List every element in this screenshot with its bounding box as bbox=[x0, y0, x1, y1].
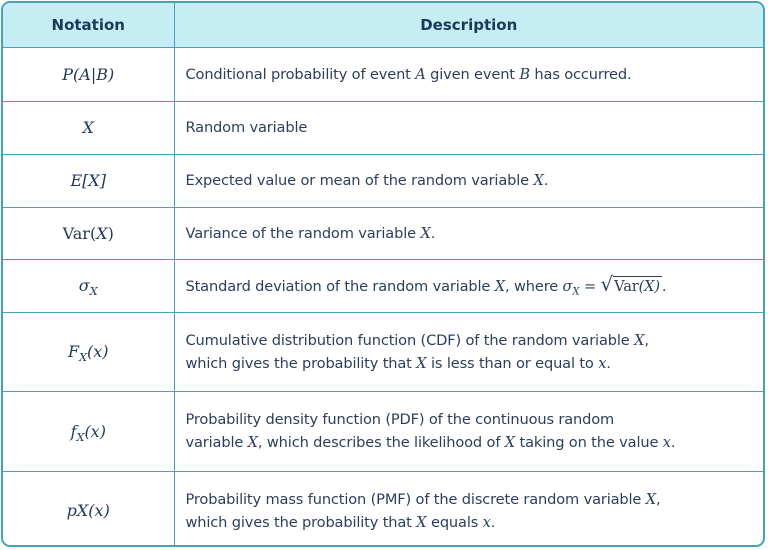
math-var: (x) bbox=[84, 421, 106, 441]
math-op: Var bbox=[62, 223, 90, 243]
math-var: x bbox=[482, 513, 491, 531]
table-row: E[X] Expected value or mean of the rando… bbox=[3, 153, 763, 208]
math-var: f bbox=[70, 421, 77, 441]
notation-cell: pX(x) bbox=[3, 470, 175, 545]
notation-cell: X bbox=[3, 100, 175, 155]
desc-text: variable bbox=[185, 434, 248, 451]
desc-text: Cumulative distribution function (CDF) o… bbox=[185, 331, 635, 349]
notation-cell: P(A|B) bbox=[3, 46, 175, 102]
notation-cell: σX bbox=[3, 258, 175, 313]
math-var: X bbox=[416, 354, 427, 372]
desc-text: , bbox=[644, 331, 649, 349]
math-var: X bbox=[420, 224, 431, 242]
desc-text: Expected value or mean of the random var… bbox=[185, 172, 534, 189]
desc-text: given event bbox=[425, 65, 520, 83]
math-var: (x) bbox=[87, 342, 109, 361]
desc-text: which gives the probability that bbox=[185, 513, 417, 531]
description-cell: Probability density function (PDF) of th… bbox=[173, 390, 763, 472]
desc-text: . bbox=[606, 354, 611, 372]
table-row: X Random variable bbox=[3, 100, 763, 155]
desc-text: which gives the probability that bbox=[185, 354, 417, 372]
description-cell: Random variable bbox=[173, 100, 763, 155]
description-cell: Expected value or mean of the random var… bbox=[173, 153, 763, 208]
math-var: x bbox=[598, 354, 607, 372]
table-row: P(A|B) Conditional probability of event … bbox=[3, 46, 763, 102]
math-var: A bbox=[415, 65, 426, 83]
desc-text: Probability mass function (PMF) of the d… bbox=[185, 490, 646, 508]
desc-text: . bbox=[543, 172, 549, 189]
desc-text: Random variable bbox=[185, 119, 308, 136]
table-row: pX(x) Probability mass function (PMF) of… bbox=[3, 470, 763, 545]
table-row: fX(x) Probability density function (PDF)… bbox=[3, 390, 763, 472]
description-cell: Cumulative distribution function (CDF) o… bbox=[173, 311, 763, 392]
math-var: X bbox=[634, 331, 645, 349]
desc-text: , which describes the likelihood of bbox=[257, 434, 505, 451]
math-var: σ bbox=[78, 276, 90, 295]
math-subscript: X bbox=[572, 286, 580, 298]
math-var: F bbox=[67, 342, 80, 361]
sqrt-icon: √ bbox=[600, 272, 614, 296]
notation-cell: Var(X) bbox=[3, 206, 175, 260]
table-row: Var(X) Variance of the random variable X… bbox=[3, 206, 763, 260]
math-equals: = bbox=[579, 278, 601, 295]
math-var: σ bbox=[562, 278, 573, 295]
notation-cell: fX(x) bbox=[3, 390, 175, 472]
desc-text: has occurred. bbox=[529, 65, 632, 83]
table-row: FX(x) Cumulative distribution function (… bbox=[3, 311, 763, 392]
math-paren: ( bbox=[89, 223, 97, 243]
math-var: B bbox=[519, 65, 530, 83]
math-op: Var bbox=[614, 278, 639, 295]
description-cell: Variance of the random variable X. bbox=[173, 206, 763, 260]
math-var: X bbox=[533, 172, 544, 189]
math-var: X bbox=[416, 513, 427, 531]
notation-cell: E[X] bbox=[3, 153, 175, 208]
description-cell: Conditional probability of event A given… bbox=[173, 46, 763, 102]
notation-table: Notation Description P(A|B) Conditional … bbox=[3, 3, 763, 545]
math-paren: ) bbox=[107, 223, 114, 243]
math-var: x bbox=[662, 434, 671, 451]
desc-text: , where bbox=[505, 278, 563, 295]
description-cell: Standard deviation of the random variabl… bbox=[173, 258, 763, 313]
desc-text: . bbox=[670, 434, 676, 451]
desc-text: is less than or equal to bbox=[426, 354, 599, 372]
desc-text: Probability density function (PDF) of th… bbox=[185, 411, 615, 428]
desc-text: taking on the value bbox=[515, 434, 663, 451]
math-subscript: X bbox=[79, 350, 88, 364]
desc-text: Variance of the random variable bbox=[185, 224, 421, 242]
desc-text: , bbox=[656, 490, 661, 508]
desc-text: . bbox=[661, 278, 667, 295]
table-row: σX Standard deviation of the random vari… bbox=[3, 258, 763, 313]
description-cell: Probability mass function (PMF) of the d… bbox=[173, 470, 763, 545]
header-row: Notation Description bbox=[3, 3, 763, 48]
math-var: (X) bbox=[638, 278, 660, 295]
desc-text: . bbox=[430, 224, 436, 242]
math-var: X bbox=[96, 223, 108, 243]
desc-text: . bbox=[490, 513, 496, 531]
math-var: X bbox=[504, 434, 516, 451]
desc-text: Standard deviation of the random variabl… bbox=[185, 278, 495, 295]
description-column-header: Description bbox=[173, 3, 763, 48]
math-var: X bbox=[645, 490, 656, 508]
sqrt-body: Var(X) bbox=[613, 276, 662, 296]
math-var: X bbox=[494, 278, 505, 295]
desc-text: equals bbox=[426, 513, 483, 531]
notation-column-header: Notation bbox=[3, 3, 175, 48]
notation-cell: FX(x) bbox=[3, 311, 175, 392]
math-var: X bbox=[247, 434, 258, 451]
desc-text: Conditional probability of event bbox=[185, 65, 416, 83]
math-subscript: X bbox=[76, 430, 85, 444]
math-subscript: X bbox=[89, 284, 98, 298]
